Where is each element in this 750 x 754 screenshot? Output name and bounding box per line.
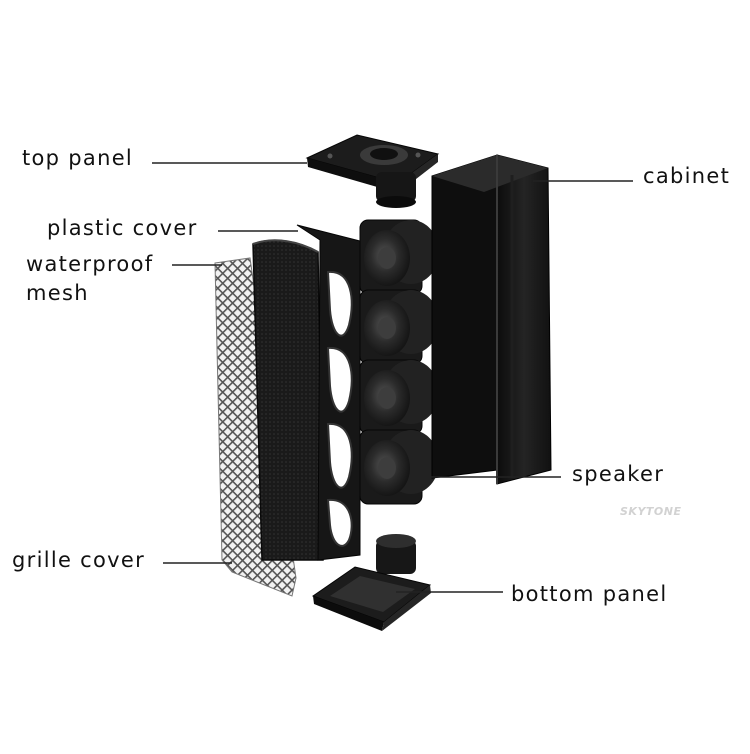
label-speaker: speaker	[572, 462, 665, 486]
label-bottom-panel: bottom panel	[511, 582, 668, 606]
speaker-driver-3	[359, 359, 439, 435]
label-grille-cover: grille cover	[12, 548, 146, 572]
label-waterproof-mesh-line2: mesh	[26, 281, 89, 305]
label-waterproof-mesh-line1: waterproof	[26, 252, 154, 276]
grille-cover-part	[252, 239, 324, 561]
speaker-driver-2	[359, 289, 439, 365]
plastic-cover-part	[296, 224, 361, 561]
speaker-stack-part	[359, 219, 439, 505]
cabinet-part	[431, 154, 552, 485]
top-panel-part	[305, 134, 440, 208]
speaker-driver-1	[359, 219, 439, 295]
label-top-panel: top panel	[22, 146, 134, 170]
speaker-driver-4	[359, 429, 439, 505]
label-plastic-cover: plastic cover	[47, 216, 198, 240]
bottom-panel-part	[311, 534, 432, 631]
watermark-text: SKYTONE	[620, 505, 682, 518]
label-cabinet: cabinet	[643, 164, 731, 188]
leader-lines	[152, 162, 633, 593]
